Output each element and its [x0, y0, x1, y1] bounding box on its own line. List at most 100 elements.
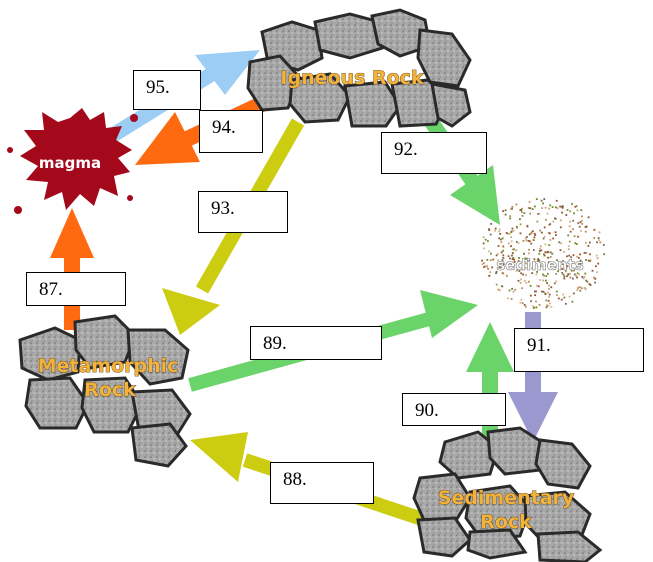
- sediment-speck: [563, 296, 566, 299]
- sediment-speck: [521, 207, 523, 210]
- sediment-speck: [562, 260, 564, 262]
- sediment-speck: [505, 232, 508, 234]
- sediment-speck: [557, 297, 560, 300]
- sediment-speck: [538, 259, 541, 262]
- sediment-speck: [567, 273, 569, 276]
- sediment-speck: [543, 253, 545, 256]
- sediment-speck: [526, 224, 529, 227]
- sediment-speck: [542, 290, 545, 293]
- sediment-speck: [515, 241, 518, 243]
- sediment-speck: [552, 237, 555, 240]
- answer-box-92-label: 92.: [394, 139, 418, 160]
- sediment-speck: [511, 206, 514, 208]
- sediment-speck: [508, 232, 511, 235]
- sediment-speck: [516, 227, 518, 229]
- sediment-speck: [542, 202, 544, 205]
- sediment-speck: [577, 257, 580, 259]
- sediment-speck: [580, 209, 583, 211]
- answer-box-90[interactable]: 90.: [402, 393, 506, 426]
- sediment-speck: [566, 255, 568, 258]
- sediment-speck: [532, 239, 535, 241]
- sediment-speck: [569, 276, 572, 279]
- sediment-speck: [571, 268, 573, 271]
- sediment-speck: [579, 289, 582, 292]
- sediment-speck: [534, 234, 537, 236]
- sediment-speck: [586, 280, 589, 283]
- sediment-speck: [578, 225, 581, 228]
- sediment-speck: [535, 290, 537, 293]
- sediment-speck: [571, 261, 574, 264]
- sediment-speck: [545, 299, 548, 302]
- sediment-speck: [512, 290, 515, 293]
- sediment-speck: [558, 241, 561, 244]
- answer-box-93[interactable]: 93.: [198, 191, 288, 233]
- answer-box-95[interactable]: 95.: [133, 70, 201, 110]
- sediment-speck: [581, 276, 584, 278]
- sediment-speck: [523, 252, 525, 255]
- sediment-speck: [540, 265, 543, 268]
- sediment-speck: [548, 296, 550, 298]
- sediment-speck: [516, 264, 519, 267]
- sediment-speck: [507, 255, 510, 258]
- sediment-speck: [562, 273, 565, 276]
- sediment-speck: [502, 249, 504, 252]
- sediment-speck: [483, 266, 485, 268]
- sediment-speck: [569, 230, 572, 233]
- answer-box-87[interactable]: 87.: [26, 272, 126, 306]
- sediment-speck: [548, 244, 551, 247]
- sediment-speck: [568, 254, 571, 257]
- sediment-speck: [498, 228, 501, 231]
- sediment-speck: [560, 242, 563, 245]
- sediment-speck: [505, 274, 508, 277]
- sediment-speck: [544, 293, 547, 295]
- sediment-speck: [575, 205, 578, 207]
- sediment-speck: [577, 286, 580, 289]
- sediment-speck: [570, 269, 573, 272]
- answer-box-94[interactable]: 94.: [199, 110, 263, 153]
- sediment-speck: [511, 254, 513, 257]
- sediment-speck: [545, 275, 548, 277]
- sediment-speck: [490, 252, 492, 255]
- answer-box-92[interactable]: 92.: [381, 132, 487, 174]
- sediment-speck: [547, 261, 550, 264]
- sediment-speck: [487, 240, 489, 242]
- answer-box-89[interactable]: 89.: [250, 326, 382, 360]
- sedimentary-rock-node: Sedimentary Rock: [412, 426, 603, 562]
- sediment-speck: [579, 259, 582, 262]
- answer-box-88[interactable]: 88.: [270, 462, 374, 504]
- sediment-speck: [490, 223, 492, 225]
- sediment-speck: [555, 234, 557, 236]
- sediment-speck: [572, 219, 575, 222]
- sediment-speck: [482, 262, 485, 265]
- sediment-speck: [517, 260, 520, 263]
- sediment-speck: [527, 258, 530, 260]
- sediment-speck: [573, 269, 575, 272]
- sediment-speck: [555, 290, 558, 293]
- sediment-speck: [511, 248, 514, 251]
- answer-box-91[interactable]: 91.: [514, 328, 644, 372]
- sediment-speck: [568, 240, 571, 243]
- sediment-speck: [597, 262, 600, 265]
- sediment-speck: [524, 237, 527, 240]
- sediment-speck: [500, 241, 503, 243]
- sediment-speck: [548, 288, 550, 290]
- sediment-speck: [533, 258, 536, 261]
- sediment-speck: [556, 259, 558, 262]
- sediment-speck: [535, 306, 538, 309]
- sediment-speck: [561, 211, 563, 214]
- sediment-speck: [585, 279, 588, 282]
- sediment-speck: [581, 222, 584, 225]
- sediment-speck: [530, 242, 533, 245]
- sediment-speck: [535, 300, 537, 303]
- sediment-speck: [495, 254, 498, 257]
- sediment-speck: [530, 232, 533, 235]
- sediment-speck: [531, 267, 534, 270]
- sediment-speck: [488, 250, 490, 253]
- sediment-speck: [528, 263, 531, 266]
- sediment-speck: [482, 236, 485, 239]
- sediment-speck: [543, 274, 545, 277]
- sediment-speck: [489, 233, 492, 236]
- sediment-speck: [599, 241, 602, 244]
- sediment-speck: [574, 205, 577, 208]
